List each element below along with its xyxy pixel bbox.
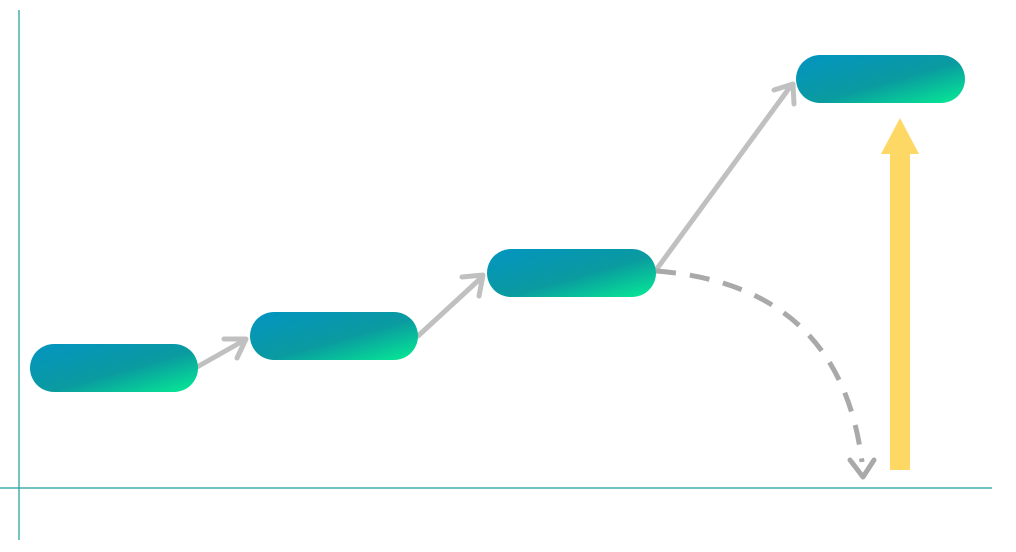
connector-arrow-2-3 [415, 272, 486, 339]
dashed-curved-arrow-icon [655, 268, 877, 480]
connector-arrow-1-2 [194, 336, 249, 370]
step-pill-2 [250, 312, 418, 360]
connector-arrow-3-4 [653, 81, 797, 273]
step-pill-3 [487, 249, 656, 297]
step-pill-1 [30, 344, 198, 392]
step-pill-4 [796, 55, 965, 103]
up-arrow-icon [881, 118, 919, 470]
